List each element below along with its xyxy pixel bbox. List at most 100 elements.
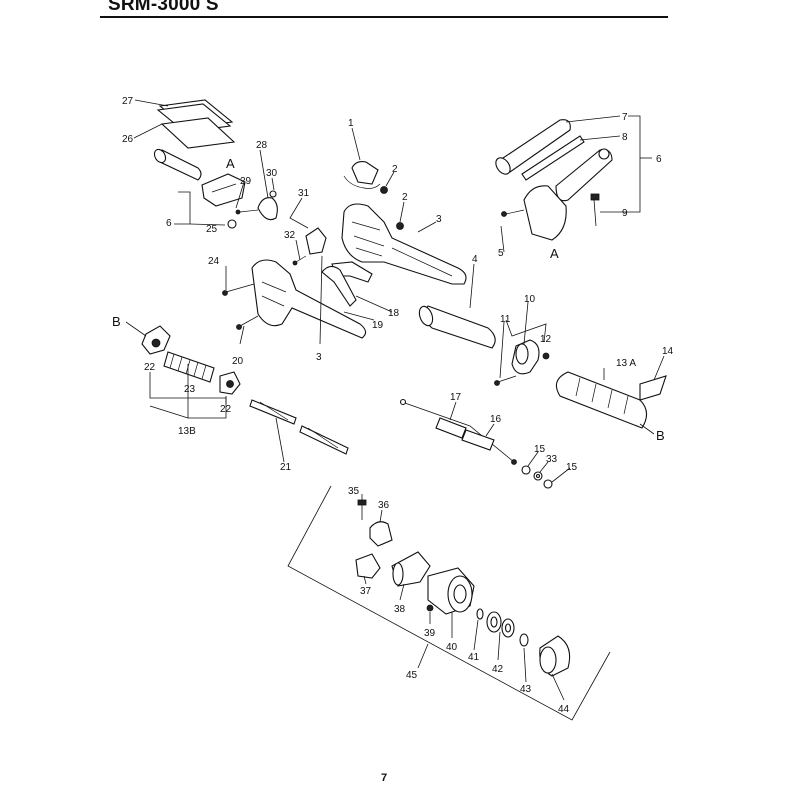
part-24-screw bbox=[222, 283, 255, 296]
callout-41: 41 bbox=[468, 652, 480, 663]
part-31-switch bbox=[292, 227, 327, 266]
part-7-grip bbox=[495, 119, 571, 175]
callout-11: 11 bbox=[500, 314, 511, 325]
part-2-nut-lower bbox=[396, 222, 404, 230]
callout-labels: 27 26 A 6 25 29 28 30 31 32 1 2 2 3 4 5 … bbox=[112, 96, 674, 715]
callout-3-upper: 3 bbox=[436, 214, 442, 225]
part-33-washer bbox=[533, 471, 543, 481]
callout-2-upper: 2 bbox=[392, 164, 398, 175]
ref-letter-b-left: B bbox=[112, 314, 121, 329]
callout-14: 14 bbox=[662, 346, 674, 357]
part-28-bracket bbox=[235, 190, 278, 221]
callout-31: 31 bbox=[298, 188, 310, 199]
ref-letter-b-right: B bbox=[656, 428, 665, 443]
callout-43: 43 bbox=[520, 684, 532, 695]
part-19-lever-link bbox=[321, 265, 357, 307]
callout-30: 30 bbox=[266, 168, 278, 179]
callout-38: 38 bbox=[394, 604, 406, 615]
callout-35: 35 bbox=[348, 486, 360, 497]
part-4-grip-tube bbox=[418, 305, 496, 349]
part-20-screw bbox=[236, 315, 259, 330]
part-36-clamp-top bbox=[369, 521, 393, 547]
callout-25: 25 bbox=[206, 224, 218, 235]
part-38-shaft-sleeve bbox=[391, 551, 431, 587]
part-40-gear-case bbox=[427, 567, 475, 615]
callout-15-a: 15 bbox=[534, 444, 546, 455]
callout-27: 27 bbox=[122, 96, 134, 107]
callout-39: 39 bbox=[424, 628, 436, 639]
part-23-spline-shaft bbox=[163, 351, 215, 383]
page-title: SRM-3000 S bbox=[108, 0, 219, 15]
callout-12: 12 bbox=[540, 334, 552, 345]
part-11-screw bbox=[494, 375, 517, 386]
callout-3-lower: 3 bbox=[316, 352, 322, 363]
part-17-cable-sheath bbox=[435, 417, 495, 451]
callout-22-left: 22 bbox=[144, 362, 156, 373]
callout-20: 20 bbox=[232, 356, 244, 367]
part-1-throttle-wire-clip bbox=[343, 161, 381, 189]
callout-7: 7 bbox=[622, 112, 628, 123]
callout-42: 42 bbox=[492, 664, 504, 675]
callout-15-b: 15 bbox=[566, 462, 578, 473]
part-41-snap-ring bbox=[476, 608, 484, 620]
callout-19: 19 bbox=[372, 320, 384, 331]
part-16-throttle-cable bbox=[399, 398, 517, 465]
callout-6-left: 6 bbox=[166, 218, 172, 229]
callout-17: 17 bbox=[450, 392, 462, 403]
part-6-clamp-left bbox=[201, 173, 246, 207]
callout-24: 24 bbox=[208, 256, 220, 267]
callout-26: 26 bbox=[122, 134, 134, 145]
part-43-snap-ring bbox=[519, 633, 529, 647]
leader-lines bbox=[125, 99, 665, 701]
callout-45: 45 bbox=[406, 670, 418, 681]
part-13a-flex-tube bbox=[555, 371, 648, 429]
part-6-clamp-right bbox=[555, 148, 613, 202]
part-22-coupling-right bbox=[219, 371, 241, 395]
callout-9: 9 bbox=[622, 208, 628, 219]
callout-16: 16 bbox=[490, 414, 502, 425]
part-15-nut-b bbox=[543, 479, 553, 489]
callout-8: 8 bbox=[622, 132, 628, 143]
part-3-handle-left bbox=[251, 259, 367, 339]
part-9-bolt bbox=[590, 193, 600, 227]
callout-1: 1 bbox=[348, 118, 354, 129]
callout-44: 44 bbox=[558, 704, 570, 715]
part-14-band bbox=[639, 375, 667, 401]
callout-29: 29 bbox=[240, 176, 252, 187]
part-26-plate bbox=[160, 117, 236, 149]
part-44-output-holder bbox=[539, 635, 571, 677]
callout-10: 10 bbox=[524, 294, 536, 305]
callout-32: 32 bbox=[284, 230, 296, 241]
callout-6-right: 6 bbox=[656, 154, 662, 165]
part-3-handle-right bbox=[341, 203, 467, 285]
callout-18: 18 bbox=[388, 308, 400, 319]
part-12-nut bbox=[542, 352, 550, 360]
callout-37: 37 bbox=[360, 586, 372, 597]
part-8-sleeve bbox=[521, 135, 585, 181]
part-15-nut-a bbox=[521, 465, 531, 475]
part-grip-sleeve bbox=[153, 148, 202, 181]
part-22-coupling-left bbox=[141, 325, 171, 355]
title-rule bbox=[100, 16, 668, 18]
part-42-bearing-b bbox=[501, 618, 515, 638]
part-21-drive-shaft bbox=[249, 399, 349, 455]
assembly-bracket-45 bbox=[287, 485, 611, 721]
part-2-nut-upper bbox=[380, 186, 388, 194]
callout-2-lower: 2 bbox=[402, 192, 408, 203]
part-25-nut bbox=[227, 219, 237, 229]
page-number: 7 bbox=[381, 772, 388, 784]
callout-40: 40 bbox=[446, 642, 458, 653]
callout-36: 36 bbox=[378, 500, 390, 511]
callout-5: 5 bbox=[498, 248, 504, 259]
callout-22-right: 22 bbox=[220, 404, 232, 415]
callout-13a: 13 A bbox=[616, 358, 636, 369]
part-5-clamp-half bbox=[501, 185, 567, 241]
part-39-screw bbox=[426, 604, 434, 612]
callout-21: 21 bbox=[280, 462, 292, 473]
part-10-collar bbox=[511, 339, 540, 375]
callout-33: 33 bbox=[546, 454, 558, 465]
callout-28: 28 bbox=[256, 140, 268, 151]
callout-13b: 13B bbox=[178, 426, 196, 437]
